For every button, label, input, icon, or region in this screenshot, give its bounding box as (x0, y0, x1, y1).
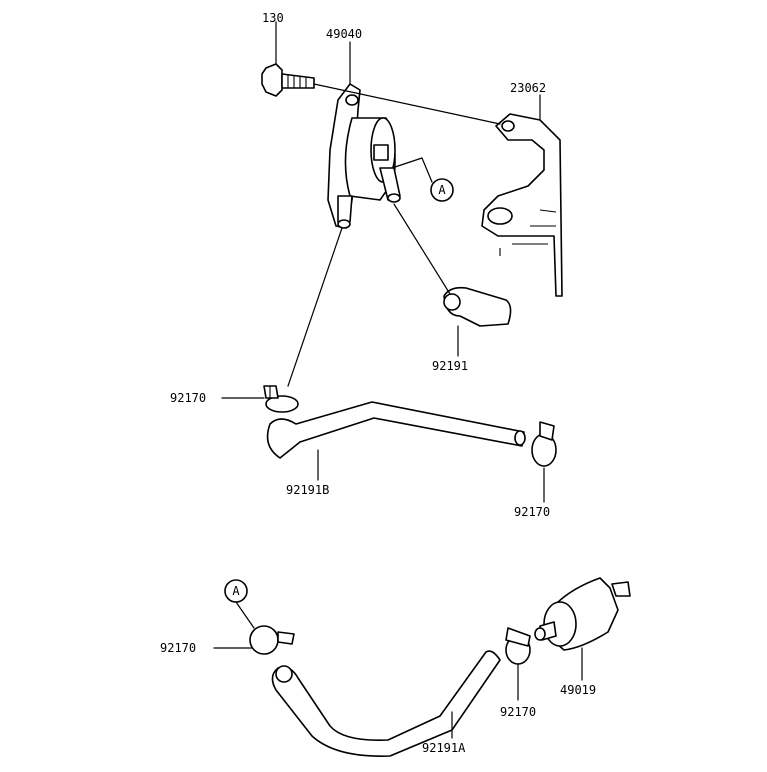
leader-lines (213, 21, 583, 739)
clamp-92170-right-top[interactable] (531, 421, 557, 467)
part-labels: 130 49040 23062 92191 92170 92191B 92170… (160, 11, 596, 755)
label-fuel-filter: 49019 (560, 683, 596, 697)
fuel-filter-49019[interactable] (534, 577, 631, 651)
label-bracket: 23062 (510, 81, 546, 95)
label-clamp-filter: 92170 (500, 705, 536, 719)
label-bolt: 130 (262, 11, 284, 25)
label-clamp-left-bottom: 92170 (160, 641, 196, 655)
label-clamp-left-top: 92170 (170, 391, 206, 405)
label-clamp-right-top: 92170 (514, 505, 550, 519)
bolt-130[interactable] (261, 63, 315, 97)
hose-92191A[interactable] (271, 650, 501, 757)
hose-92191[interactable] (443, 286, 512, 327)
clamp-92170-filter[interactable] (505, 627, 531, 665)
label-hose-a: 92191A (422, 741, 466, 755)
clamp-92170-left-top[interactable] (263, 385, 299, 413)
label-hose-b: 92191B (286, 483, 329, 497)
clamp-92170-left-bottom[interactable] (249, 625, 295, 655)
label-hose-short: 92191 (432, 359, 468, 373)
svg-text:A: A (232, 584, 240, 598)
svg-text:A: A (438, 183, 446, 197)
ref-a-bottom: A (224, 579, 248, 603)
label-fuel-pump: 49040 (326, 27, 362, 41)
hose-92191B[interactable] (266, 401, 526, 459)
ref-a-top: A (430, 178, 454, 202)
bracket-23062[interactable] (481, 113, 563, 297)
fuel-pump-49040[interactable] (327, 83, 401, 229)
